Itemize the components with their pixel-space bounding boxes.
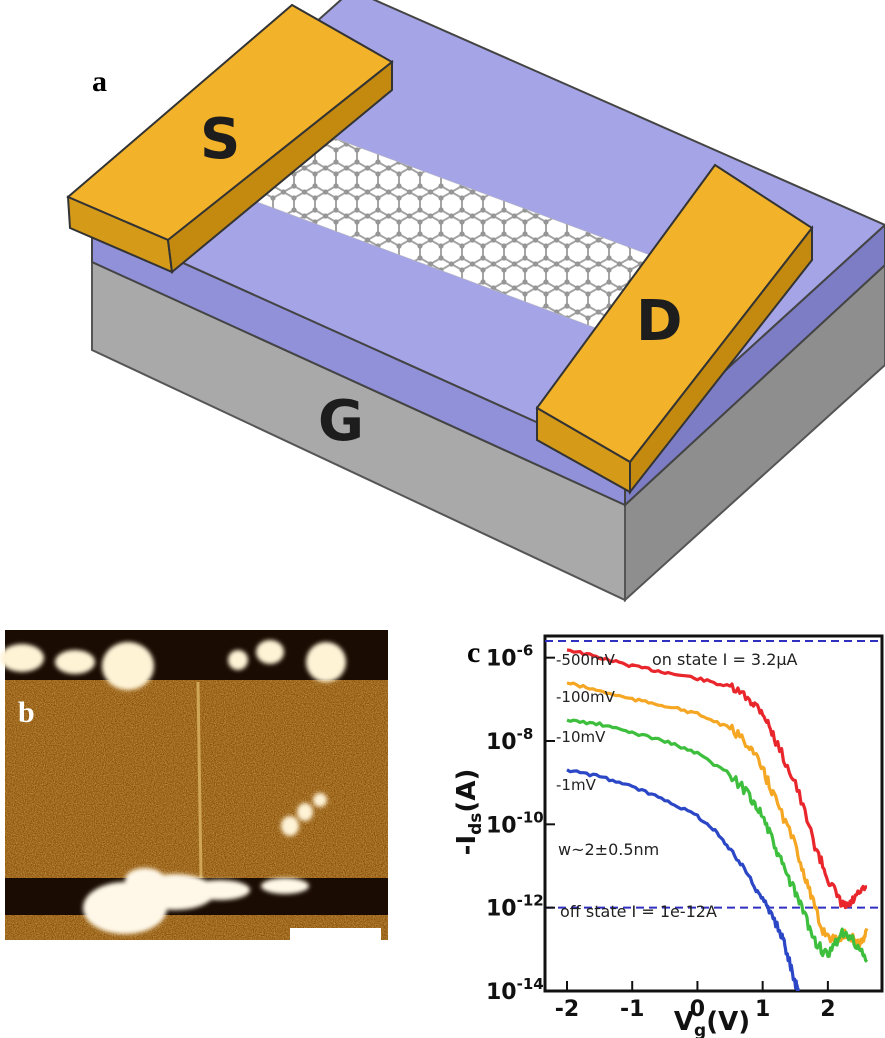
scale-bar — [290, 928, 381, 945]
afm-image — [0, 630, 388, 945]
oxide-right-face — [624, 223, 885, 508]
series-line-1 — [566, 648, 868, 910]
x-tick-label: -2 — [555, 997, 579, 1022]
x-tick-label: 2 — [820, 997, 835, 1022]
series-label-2: -100mV — [556, 688, 616, 706]
svg-text:-Ids(A): -Ids(A) — [452, 769, 486, 856]
y-tick-label: 10-8 — [486, 725, 533, 755]
x-tick-label: 1 — [755, 997, 770, 1022]
panel-label-c: c — [467, 636, 480, 669]
ribbon-width-annotation: w~2±0.5nm — [558, 840, 659, 859]
x-tick-label: -1 — [620, 997, 644, 1022]
source-label: S — [200, 107, 240, 172]
x-tick-label: 0 — [690, 997, 705, 1022]
reference-label-2: off state I = 1e-12A — [560, 902, 717, 921]
y-tick-label: 10-12 — [486, 892, 544, 922]
series-line-3 — [566, 718, 869, 963]
drain-label: D — [636, 289, 682, 354]
y-tick-label: 10-6 — [486, 642, 533, 672]
x-axis-title: Vg(V) — [674, 1007, 750, 1038]
series-label-1: -500mV — [556, 651, 616, 669]
reference-label-1: on state I = 3.2μA — [652, 650, 798, 669]
transfer-chart: -500mV-100mV-10mV-1mV 10-610-810-1010-12… — [452, 634, 884, 1038]
gate-label: G — [318, 389, 364, 454]
panel-label-b: b — [18, 696, 35, 729]
series-line-2 — [566, 681, 869, 950]
y-axis-title: -Ids(A) — [452, 769, 486, 856]
panel-label-a: a — [92, 65, 107, 98]
series-line-4 — [566, 768, 800, 991]
y-tick-label: 10-10 — [486, 808, 544, 838]
y-tick-label: 10-14 — [486, 975, 544, 1005]
series-label-3: -10mV — [556, 728, 606, 746]
device-schematic: S D G — [66, 0, 885, 603]
series-label-4: -1mV — [556, 776, 597, 794]
